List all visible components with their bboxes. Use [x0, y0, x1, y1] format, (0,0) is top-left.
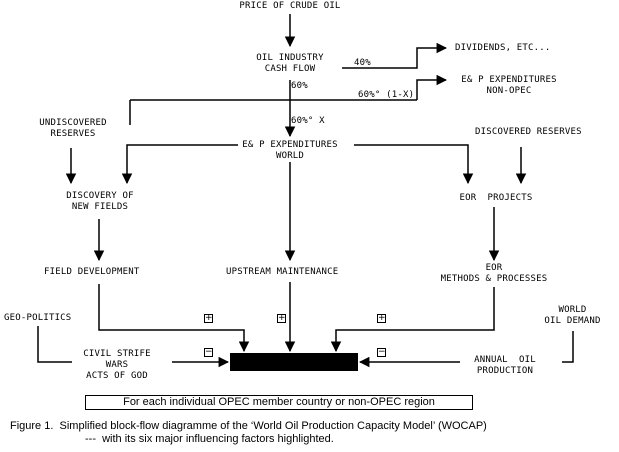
minus-sign-civil-strife: −	[204, 347, 213, 357]
node-world-oil-demand: WORLD OIL DEMAND	[544, 305, 601, 326]
caption-line-2: --- with its six major influencing facto…	[85, 433, 334, 445]
node-eor-methods: EOR METHODS & PROCESSES	[440, 263, 548, 284]
node-civil-strife: CIVIL STRIFE WARS ACTS OF GOD	[83, 349, 151, 381]
plus-sign-field-development: +	[204, 313, 213, 323]
plus-sign-upstream: +	[277, 313, 286, 323]
node-geo-politics: GEO-POLITICS	[4, 313, 72, 323]
node-field-development: FIELD DEVELOPMENT	[44, 267, 140, 277]
label-sixty-x: 60%° X	[291, 116, 325, 126]
edge-field-dev-to-box	[98, 284, 250, 353]
node-discovered-reserves: DISCOVERED RESERVES	[475, 127, 582, 137]
edge-geopolitics-to-civil	[37, 326, 72, 363]
note-box: For each individual OPEC member country …	[85, 395, 473, 410]
node-annual-oil-production: ANNUAL OIL PRODUCTION	[474, 355, 536, 376]
production-capacity-box	[230, 353, 358, 371]
node-price-of-crude-oil: PRICE OF CRUDE OIL	[239, 1, 341, 11]
node-upstream-maintenance: UPSTREAM MAINTENANCE	[226, 267, 339, 277]
edge-to-ep-non-opec	[416, 74, 448, 100]
edge-cashflow-to-dividends	[342, 42, 448, 69]
edge-demand-to-production	[562, 331, 574, 363]
edge-ep-world-to-discovery	[121, 144, 238, 185]
label-sixty-one-minus-x: 60%° (1-X)	[358, 90, 415, 100]
minus-sign-annual-production: −	[377, 347, 386, 357]
edge-ep-world-to-eor-projects	[354, 144, 474, 185]
caption-line-1: Figure 1. Simplified block-flow diagramm…	[10, 420, 487, 432]
figure-caption: Figure 1. Simplified block-flow diagramm…	[10, 420, 615, 446]
node-undiscovered-reserves: UNDISCOVERED RESERVES	[39, 118, 107, 139]
node-dividends: DIVIDENDS, ETC...	[455, 43, 551, 53]
label-forty-percent: 40%	[354, 58, 371, 68]
node-discovery-of-new-fields: DISCOVERY OF NEW FIELDS	[66, 191, 134, 212]
edge-eor-methods-to-box	[330, 287, 495, 353]
plus-sign-eor-methods: +	[377, 313, 386, 323]
node-ep-non-opec: E& P EXPENDITURES NON-OPEC	[461, 75, 557, 96]
label-sixty-percent: 60%	[291, 81, 308, 91]
node-ep-world: E& P EXPENDITURES WORLD	[242, 140, 338, 161]
node-oil-industry-cash-flow: OIL INDUSTRY CASH FLOW	[256, 53, 324, 74]
node-eor-projects: EOR PROJECTS	[459, 193, 533, 203]
